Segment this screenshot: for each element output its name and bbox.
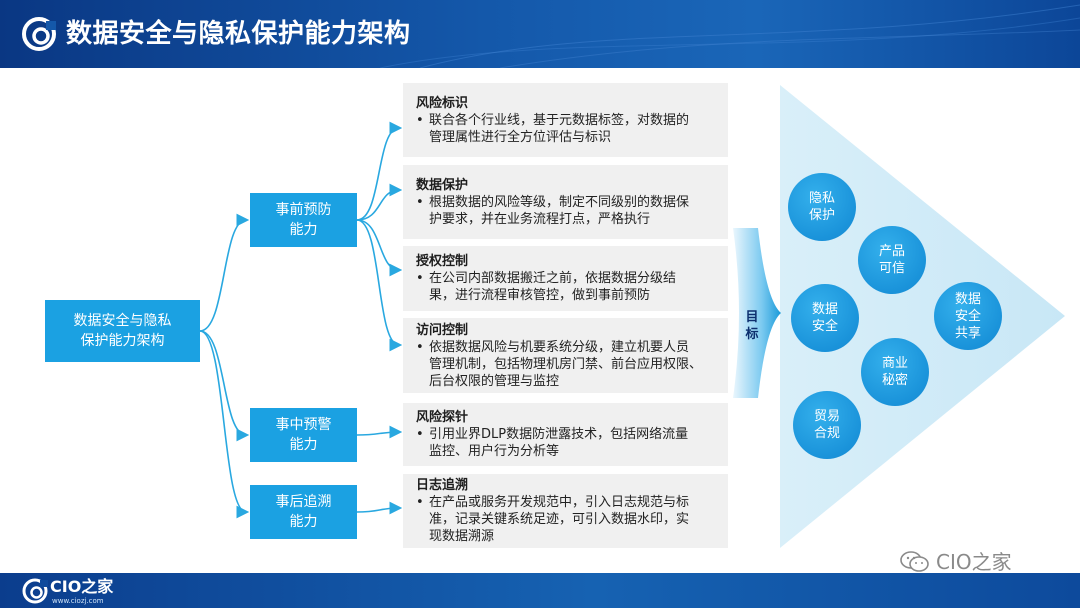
cio-logo-icon	[22, 578, 48, 604]
item-title: 访问控制	[416, 322, 469, 338]
phase-label-line2: 能力	[289, 514, 318, 530]
connector-warning-to-risk-probe	[356, 425, 403, 439]
item-access-control: 访问控制 • 依据数据风险与机要系统分级，建立机要人员 管理机制，包括物理机房门…	[403, 318, 728, 393]
item-line: 监控、用户行为分析等	[429, 444, 560, 459]
root-label-line2: 保护能力架构	[80, 333, 165, 349]
phase-label-line2: 能力	[289, 222, 318, 238]
footer-brand: CIO之家	[50, 577, 114, 596]
footer-bar: CIO之家 www.ciozj.com	[0, 573, 1080, 608]
connector-root-to-prevention	[199, 213, 250, 332]
item-line: 引用业界DLP数据防泄露技术，包括网络流量	[429, 427, 689, 442]
circle-label: 可信	[878, 261, 905, 276]
item-line: 联合各个行业线，基于元数据标签，对数据的	[429, 112, 690, 128]
watermark-text: CIO之家	[936, 550, 1012, 574]
circle-label: 保护	[808, 208, 835, 223]
connector-tracing-to-log-trace	[356, 501, 403, 515]
item-body: • 在公司内部数据搬迁之前，依据数据分级结 果，进行流程审核管控，做到事前预防	[416, 270, 728, 304]
bullet: •	[416, 339, 424, 355]
phase-label-line2: 能力	[289, 437, 318, 453]
item-line: 果，进行流程审核管控，做到事前预防	[429, 288, 651, 303]
page-title: 数据安全与隐私保护能力架构	[66, 19, 411, 49]
circle-label: 安全	[954, 308, 981, 324]
item-line: 管理机制，包括物理机房门禁、前台应用权限、	[429, 356, 703, 372]
item-body: • 依据数据风险与机要系统分级，建立机要人员 管理机制，包括物理机房门禁、前台应…	[416, 339, 728, 390]
item-risk-label: 风险标识 • 联合各个行业线，基于元数据标签，对数据的 管理属性进行全方位评估与…	[403, 83, 728, 157]
circle-data-security-sharing: 数据 安全 共享	[934, 282, 1002, 350]
item-line: 管理属性进行全方位评估与标识	[429, 129, 612, 145]
footer-url[interactable]: www.ciozj.com	[52, 597, 104, 605]
phase-label-line1: 事后追溯	[275, 494, 332, 510]
item-title: 数据保护	[416, 177, 469, 193]
phase-box-warning: 事中预警 能力	[250, 408, 357, 462]
connector-prevention-to-access-control	[356, 219, 403, 352]
phase-label-line1: 事中预警	[275, 417, 332, 433]
phase-label-line1: 事前预防	[275, 202, 332, 218]
item-title: 日志追溯	[416, 478, 469, 493]
bullet: •	[416, 194, 424, 210]
circle-data-security: 数据 安全	[791, 284, 859, 352]
item-title: 风险探针	[416, 410, 469, 425]
goal-char: 标	[745, 327, 759, 342]
circle-label: 隐私	[808, 191, 835, 206]
item-title: 风险标识	[416, 95, 469, 111]
circle-privacy-protection: 隐私 保护	[788, 173, 856, 241]
item-line: 现数据溯源	[429, 529, 495, 544]
item-risk-probe: 风险探针 • 引用业界DLP数据防泄露技术，包括网络流量 监控、用户行为分析等	[403, 403, 728, 466]
item-line: 后台权限的管理与监控	[429, 373, 560, 389]
circle-label: 共享	[954, 325, 981, 341]
bullet: •	[416, 112, 424, 128]
connector-prevention-to-authorization	[356, 219, 403, 277]
circle-label: 安全	[811, 319, 838, 334]
connector-prevention-to-data-protection	[356, 183, 403, 221]
item-line: 依据数据风险与机要系统分级，建立机要人员	[429, 339, 690, 355]
circle-label: 数据	[954, 291, 981, 307]
circle-label: 贸易	[813, 409, 840, 424]
item-log-trace: 日志追溯 • 在产品或服务开发规范中，引入日志规范与标 准，记录关键系统足迹，可…	[403, 474, 728, 548]
connector-root-to-warning	[199, 330, 250, 442]
circle-label: 产品	[878, 244, 905, 259]
phase-box-tracing: 事后追溯 能力	[250, 485, 357, 539]
circle-label: 秘密	[881, 373, 908, 388]
watermark: CIO之家	[900, 548, 1060, 576]
connector-root-to-tracing	[199, 330, 250, 519]
item-line: 在公司内部数据搬迁之前，依据数据分级结	[429, 271, 677, 286]
item-body: • 在产品或服务开发规范中，引入日志规范与标 准，记录关键系统足迹，可引入数据水…	[416, 494, 728, 545]
cio-logo-icon	[22, 17, 56, 51]
goal-arrow	[733, 228, 781, 398]
circle-product-trust: 产品 可信	[858, 226, 926, 294]
circle-label: 合规	[813, 426, 840, 441]
header-decoration	[379, 4, 1080, 68]
circle-business-secret: 商业 秘密	[861, 338, 929, 406]
header-bar: 数据安全与隐私保护能力架构	[0, 0, 1080, 68]
circle-label: 数据	[811, 302, 838, 317]
root-label-line1: 数据安全与隐私	[73, 313, 172, 329]
circle-trade-compliance: 贸易 合规	[793, 391, 861, 459]
item-line: 在产品或服务开发规范中，引入日志规范与标	[429, 495, 690, 510]
goal-label: 目 标	[744, 309, 760, 343]
item-title: 授权控制	[416, 254, 469, 269]
item-body: • 根据数据的风险等级，制定不同级别的数据保 护要求，并在业务流程打点，严格执行	[416, 194, 728, 228]
bullet: •	[416, 427, 424, 442]
circle-label: 商业	[881, 356, 908, 371]
item-line: 根据数据的风险等级，制定不同级别的数据保	[429, 194, 690, 210]
goal-char: 目	[745, 310, 759, 325]
phase-box-prevention: 事前预防 能力	[250, 193, 357, 247]
item-data-protection: 数据保护 • 根据数据的风险等级，制定不同级别的数据保 护要求，并在业务流程打点…	[403, 165, 728, 239]
item-body: • 引用业界DLP数据防泄露技术，包括网络流量 监控、用户行为分析等	[416, 426, 728, 460]
bullet: •	[416, 495, 424, 510]
item-line: 护要求，并在业务流程打点，严格执行	[429, 211, 651, 227]
item-line: 准，记录关键系统足迹，可引入数据水印，实	[429, 512, 690, 527]
connector-prevention-to-risk-label	[356, 121, 403, 221]
item-body: • 联合各个行业线，基于元数据标签，对数据的 管理属性进行全方位评估与标识	[416, 112, 728, 146]
root-capability-box: 数据安全与隐私 保护能力架构	[45, 300, 200, 362]
item-authorization-control: 授权控制 • 在公司内部数据搬迁之前，依据数据分级结 果，进行流程审核管控，做到…	[403, 246, 728, 311]
bullet: •	[416, 271, 424, 286]
wechat-icon	[900, 551, 929, 572]
